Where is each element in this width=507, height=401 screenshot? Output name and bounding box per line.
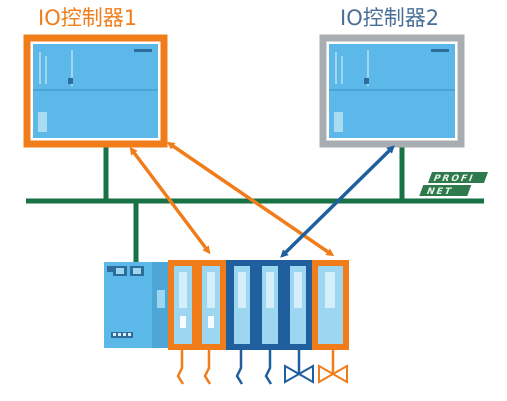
controller-2-label: IO控制器2 [340,6,440,30]
io-device [104,260,349,350]
communication-arrows [129,141,395,258]
controller-2-monitor [319,34,465,148]
profinet-logo-line1: PROFI [432,173,477,184]
controller-1-label: IO控制器1 [38,6,138,30]
profinet-logo: PROFI NET [419,172,488,197]
controller-1-monitor [23,34,168,148]
io-wiring [176,350,348,385]
profinet-logo-line2: NET [425,186,455,197]
